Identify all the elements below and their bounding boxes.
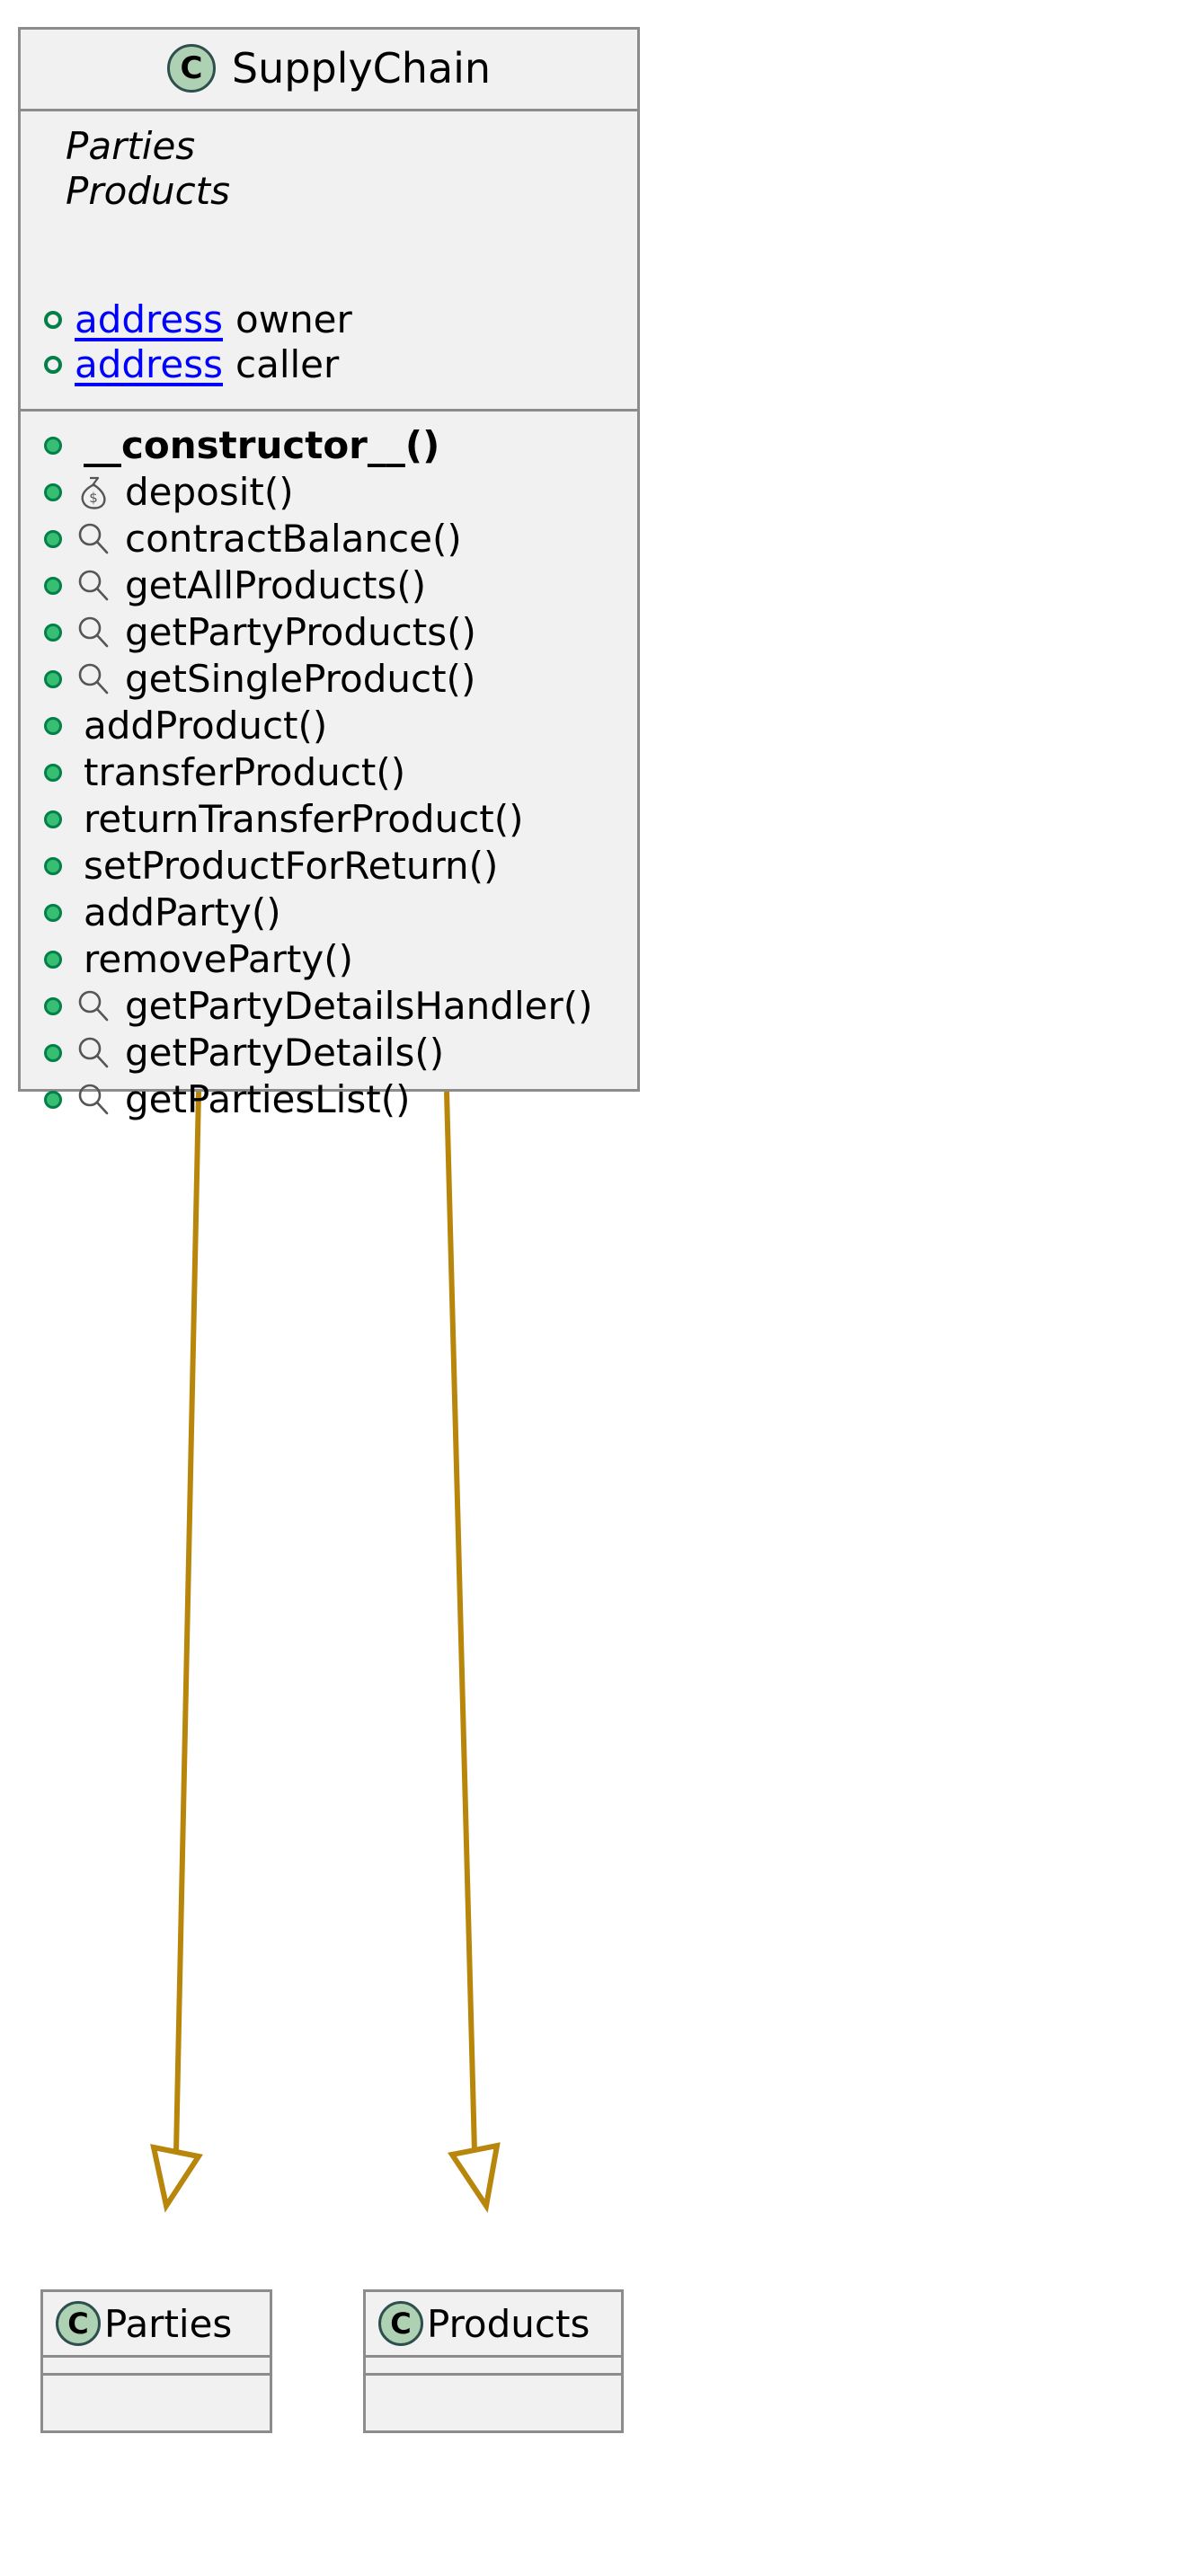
attribute-type-link[interactable]: address [75, 342, 224, 387]
method-label: transferProduct() [84, 750, 406, 794]
method-label: getPartiesList() [125, 1077, 411, 1121]
attribute-name-label: caller [235, 342, 340, 387]
method-label: getSingleProduct() [125, 657, 476, 701]
method-label: addProduct() [84, 704, 328, 748]
magnifier-icon [73, 659, 114, 700]
attributes-section-empty [366, 2355, 621, 2373]
method-row[interactable]: transferProduct() [40, 749, 637, 796]
method-row[interactable]: contractBalance() [40, 516, 637, 562]
money-bag-icon: $ [73, 472, 114, 513]
class-header-supplychain: C SupplyChain [21, 30, 637, 109]
attributes-gap [40, 213, 637, 299]
method-row[interactable]: addParty() [40, 890, 637, 936]
method-label: getPartyProducts() [125, 610, 476, 654]
magnifier-icon [78, 1037, 109, 1068]
magnifier-icon [73, 1079, 114, 1120]
method-label: getPartyDetails() [125, 1031, 445, 1075]
attribute-row-owner: address owner [40, 297, 637, 342]
attribute-name-label: owner [235, 297, 352, 342]
visibility-public-icon [44, 810, 62, 828]
visibility-public-icon [44, 717, 62, 735]
magnifier-icon [73, 1032, 114, 1074]
generalization-arrow-parties [150, 1091, 203, 2213]
method-row[interactable]: removeParty() [40, 936, 637, 983]
method-label: deposit() [125, 470, 294, 514]
visibility-public-icon [44, 1091, 62, 1109]
methods-section-empty [43, 2373, 270, 2391]
class-header-products: C Products [366, 2292, 621, 2355]
class-header-parties: C Parties [43, 2292, 270, 2355]
attributes-section-empty [43, 2355, 270, 2373]
visibility-public-icon [44, 857, 62, 875]
magnifier-icon [78, 570, 109, 601]
class-box-supplychain[interactable]: C SupplyChain Parties Products address o… [18, 27, 640, 1119]
class-box-parties[interactable]: C Parties [40, 2289, 272, 2433]
methods-section: __constructor__() $ deposit()contractBalan… [21, 409, 637, 1136]
visibility-public-icon [44, 951, 62, 969]
method-label: getPartyDetailsHandler() [125, 984, 593, 1028]
method-label: addParty() [84, 890, 281, 934]
method-label: contractBalance() [125, 517, 462, 561]
method-row[interactable]: getPartyDetailsHandler() [40, 983, 637, 1030]
magnifier-icon [73, 612, 114, 653]
visibility-public-icon [44, 483, 62, 501]
attribute-type-link[interactable]: address [75, 297, 224, 342]
class-icon-c: C [166, 44, 216, 93]
method-row[interactable]: __constructor__() [40, 422, 637, 469]
method-label: setProductForReturn() [84, 844, 499, 888]
visibility-public-icon [44, 437, 62, 455]
visibility-package-icon [44, 356, 62, 375]
class-icon-c: C [378, 2301, 423, 2346]
method-row[interactable]: $ deposit() [40, 469, 637, 516]
attributes-section: Parties Products address owner address c… [21, 109, 637, 409]
visibility-public-icon [44, 997, 62, 1015]
method-row[interactable]: getPartyDetails() [40, 1030, 637, 1076]
method-label: getAllProducts() [125, 563, 427, 607]
method-row[interactable]: returnTransferProduct() [40, 796, 637, 843]
magnifier-icon [73, 518, 114, 560]
visibility-public-icon [44, 764, 62, 782]
magnifier-icon [78, 990, 109, 1022]
visibility-public-icon [44, 904, 62, 922]
visibility-public-icon [44, 577, 62, 595]
method-row[interactable]: getSingleProduct() [40, 656, 637, 703]
visibility-public-icon [44, 624, 62, 642]
method-row[interactable]: getPartiesList() [40, 1076, 637, 1123]
svg-text:$: $ [89, 490, 98, 506]
visibility-package-icon [44, 311, 62, 330]
magnifier-icon [78, 616, 109, 648]
attribute-plain-products: Products [66, 168, 231, 213]
magnifier-icon [78, 1084, 109, 1115]
method-label: returnTransferProduct() [84, 797, 524, 841]
magnifier-icon [78, 663, 109, 695]
class-name-label: SupplyChain [231, 44, 492, 93]
class-name-label: Parties [104, 2301, 233, 2346]
method-row[interactable]: setProductForReturn() [40, 843, 637, 890]
attribute-plain-parties: Parties [66, 124, 196, 168]
method-row[interactable]: addProduct() [40, 703, 637, 749]
visibility-public-icon [44, 670, 62, 688]
method-row[interactable]: getPartyProducts() [40, 609, 637, 656]
magnifier-icon [73, 565, 114, 606]
methods-section-empty [366, 2373, 621, 2391]
class-name-label: Products [427, 2301, 590, 2346]
class-icon-c: C [56, 2301, 101, 2346]
class-box-products[interactable]: C Products [363, 2289, 624, 2433]
money-bag-icon: $ [81, 476, 106, 509]
visibility-public-icon [44, 530, 62, 548]
method-label: __constructor__() [84, 423, 440, 467]
attribute-row-caller: address caller [40, 344, 637, 385]
magnifier-icon [78, 523, 109, 554]
method-label: removeParty() [84, 937, 354, 981]
visibility-public-icon [44, 1044, 62, 1062]
generalization-arrow-products [444, 1091, 501, 2213]
method-row[interactable]: getAllProducts() [40, 562, 637, 609]
magnifier-icon [73, 986, 114, 1027]
